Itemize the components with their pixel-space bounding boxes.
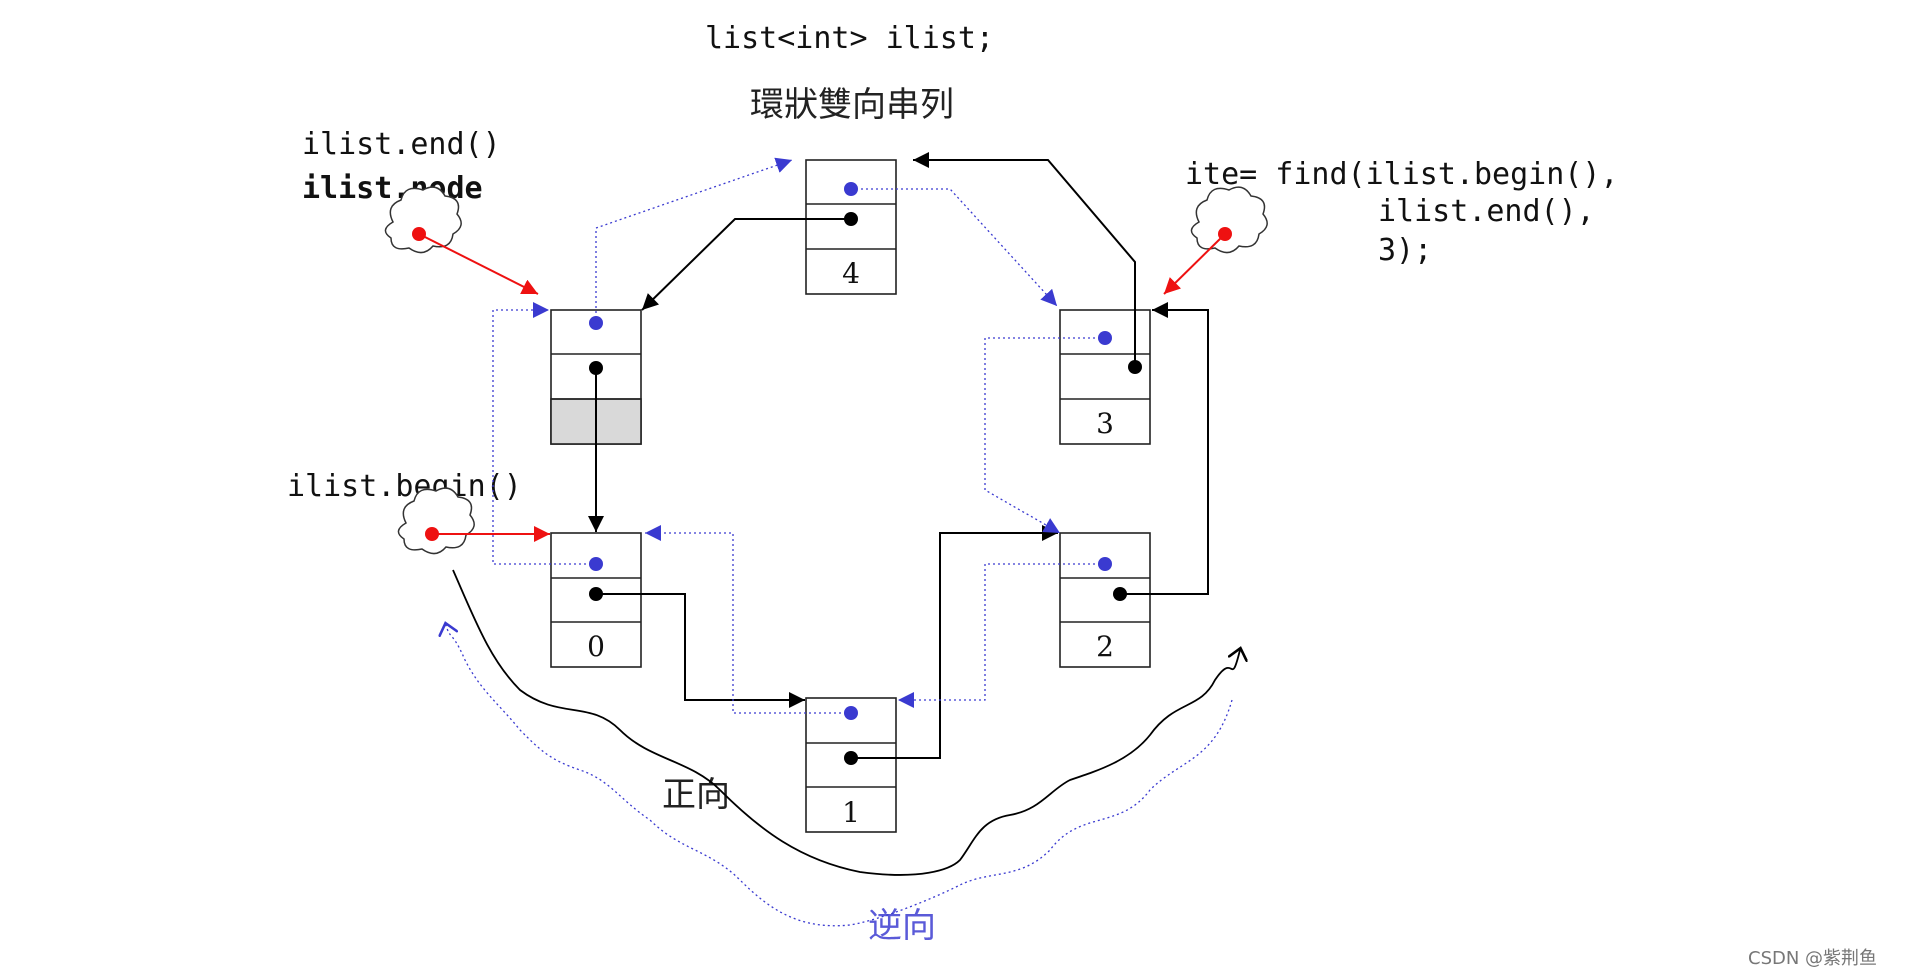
cloud-icon-begin bbox=[397, 487, 475, 555]
next-link-3-to-4 bbox=[913, 152, 1136, 367]
node-value: 0 bbox=[587, 630, 605, 663]
node-value: 3 bbox=[1096, 407, 1114, 440]
backward-direction-label: 逆向 bbox=[868, 906, 936, 946]
cloud-icon-end bbox=[384, 186, 462, 254]
prev-link-3-to-2 bbox=[984, 337, 1105, 534]
node-2: 2 bbox=[1059, 532, 1151, 668]
node-4: 4 bbox=[805, 159, 897, 295]
prev-link-1-to-0 bbox=[645, 525, 851, 714]
node-value: 4 bbox=[842, 257, 860, 290]
find-call-line1: ite= find(ilist.begin(), bbox=[1185, 157, 1618, 192]
next-link-1-to-2 bbox=[851, 525, 1058, 759]
node-value: 2 bbox=[1096, 630, 1114, 663]
node-value: 1 bbox=[842, 796, 860, 829]
next-links bbox=[588, 152, 1209, 759]
next-link-4-to-sentinel bbox=[641, 218, 851, 311]
prev-link-0-to-sentinel bbox=[492, 302, 596, 565]
code-declaration: list<int> ilist; bbox=[705, 21, 994, 56]
diagram-title: 環狀雙向串列 bbox=[750, 85, 954, 125]
ite-iterator-arrow bbox=[1163, 233, 1226, 295]
watermark: CSDN @紫荆鱼 bbox=[1748, 948, 1877, 969]
prev-links bbox=[492, 157, 1105, 714]
next-pointer-dots bbox=[589, 212, 1142, 765]
begin-iterator-label: ilist.begin() bbox=[287, 469, 522, 504]
next-link-0-to-1 bbox=[596, 593, 805, 708]
end-iterator-label: ilist.end() bbox=[302, 127, 501, 162]
cloud-icon-ite bbox=[1190, 186, 1268, 254]
end-iterator-arrow bbox=[418, 233, 539, 295]
next-link-2-to-3 bbox=[1120, 302, 1209, 595]
node-3: 3 bbox=[1059, 309, 1151, 445]
prev-pointer-dots bbox=[589, 182, 1112, 720]
forward-direction-label: 正向 bbox=[662, 775, 730, 815]
find-call-line2: ilist.end(), bbox=[1378, 194, 1595, 229]
forward-direction-curve bbox=[452, 569, 1240, 876]
backward-direction-curve bbox=[446, 625, 1233, 927]
prev-link-sentinel-to-4 bbox=[595, 157, 793, 323]
prev-link-2-to-1 bbox=[898, 563, 1105, 708]
find-call-line3: 3); bbox=[1378, 233, 1432, 268]
